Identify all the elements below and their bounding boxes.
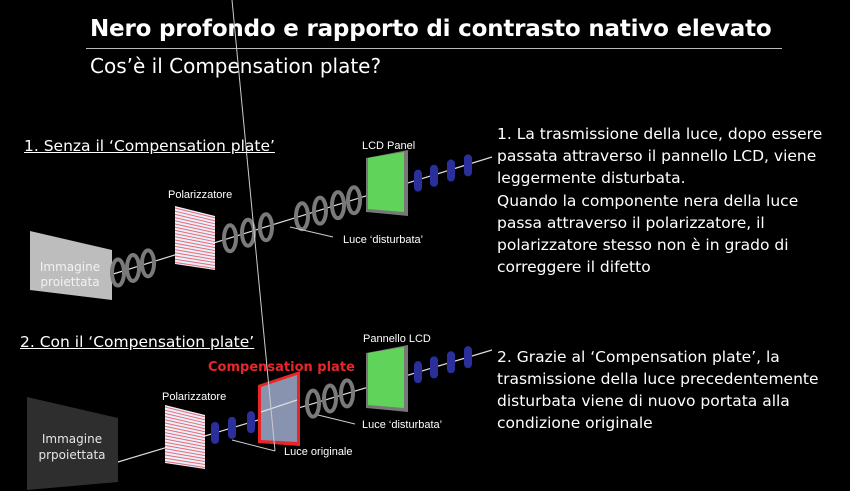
polarizer-stripe: [164, 425, 206, 436]
screen-label: proiettata: [40, 275, 99, 289]
screen-label: prpoiettata: [38, 448, 105, 462]
polarized-light-pills: [414, 346, 472, 384]
polarizer-stripe: [164, 451, 206, 460]
polarizer-stripe: [174, 239, 216, 249]
light-ring: [305, 388, 321, 419]
polarizer-stripe: [164, 454, 206, 463]
light-ring: [140, 248, 156, 279]
lcd-panel: [368, 347, 404, 408]
light-pill: [430, 164, 438, 187]
light-pill: [414, 169, 422, 192]
leader-line: [231, 439, 276, 452]
lcd-panel-label: LCD Panel: [362, 140, 415, 152]
projected-image-screen: [30, 231, 112, 300]
polarizer-stripe: [174, 233, 216, 243]
polarizer-stripe: [164, 412, 206, 424]
polarizer-stripe: [164, 406, 206, 418]
polarizer-stripe: [164, 444, 206, 454]
title-divider: [86, 48, 782, 49]
section1-heading: 1. Senza il ‘Compensation plate’: [24, 137, 275, 155]
polarizer-stripe: [164, 409, 206, 421]
polarizer-label: Polarizzatore: [162, 391, 226, 403]
light-pill: [464, 154, 472, 177]
polarizer-stripe: [174, 255, 216, 264]
polarizer-stripe: [164, 422, 206, 433]
diagram-with-compensation: Immagine prpoiettata Polarizzatore Compe…: [27, 0, 493, 490]
polarizer-stripe: [174, 245, 216, 255]
light-path: [109, 156, 493, 276]
light-pill: [447, 351, 455, 374]
section2-heading: 2. Con il ‘Compensation plate’: [20, 333, 255, 351]
light-pill: [228, 416, 236, 439]
polarizer-stripe: [164, 428, 206, 439]
projected-image-screen: [27, 397, 118, 490]
polarizer-stripe: [174, 242, 216, 252]
polarizer-stripe: [174, 207, 216, 219]
light-ring: [330, 190, 346, 221]
polarizer-stripe: [164, 435, 206, 445]
disturbed-light-rings: [305, 378, 355, 419]
light-ring: [222, 223, 238, 254]
light-ring: [258, 212, 274, 243]
disturbed-light-rings: [110, 185, 362, 288]
polarizer-stripe: [174, 261, 216, 270]
polarizer-stripe: [174, 220, 216, 231]
screen-label: Immagine: [42, 432, 102, 446]
light-ring: [110, 257, 126, 288]
slide-title: Nero profondo e rapporto di contrasto na…: [90, 16, 772, 42]
section1-text-2: Quando la componente nera della luce pas…: [497, 192, 799, 276]
light-pill: [430, 356, 438, 379]
light-ring: [125, 252, 141, 283]
polarizer-stripe: [174, 223, 216, 234]
light-ring: [312, 195, 328, 226]
polarized-light-pills: [414, 154, 472, 192]
polarizer-stripe: [174, 210, 216, 222]
disturbed-light-label: Luce ‘disturbata’: [362, 419, 442, 431]
polarizer-stripe: [164, 419, 206, 430]
compensation-plate: [261, 375, 297, 442]
polarizer: [164, 405, 206, 469]
polarizer-stripe: [174, 229, 216, 240]
polarizer-stripe: [164, 432, 206, 442]
polarizer-stripe: [164, 460, 206, 469]
light-path-segment: [260, 399, 298, 413]
polarizer-stripe: [174, 226, 216, 237]
compensation-plate-label: Compensation plate: [208, 360, 355, 375]
lcd-panel: [368, 152, 404, 212]
slide-subtitle: Cos’è il Compensation plate?: [90, 54, 382, 78]
light-pill: [211, 421, 219, 444]
polarizer-stripe: [174, 258, 216, 267]
polarizer-stripe: [174, 249, 216, 258]
light-ring: [346, 185, 362, 216]
light-pill: [247, 411, 255, 434]
polarizer-stripe: [174, 217, 216, 228]
leader-line: [231, 0, 276, 452]
leader-line: [317, 414, 356, 425]
light-ring: [322, 383, 338, 414]
polarizer-label: Polarizzatore: [168, 189, 232, 201]
disturbed-light-label: Luce ‘disturbata’: [343, 234, 423, 246]
polarizer-stripe: [174, 236, 216, 246]
polarizer-stripe: [164, 416, 206, 427]
light-ring: [339, 378, 355, 409]
leader-line: [289, 226, 334, 238]
diagram-without-compensation: Immagine proiettata Polarizzatore LCD Pa…: [30, 140, 493, 300]
screen-label: Immagine: [40, 260, 100, 274]
polarizer-stripe: [164, 441, 206, 451]
section2-text: 2. Grazie al ‘Compensation plate’, la tr…: [497, 348, 819, 432]
light-pill: [447, 159, 455, 182]
polarizer-stripe: [164, 457, 206, 466]
light-pill: [414, 361, 422, 384]
light-pill: [464, 346, 472, 369]
lcd-panel-label: Pannello LCD: [363, 333, 431, 345]
polarizer-stripe: [174, 213, 216, 225]
original-light-label: Luce originale: [284, 446, 353, 458]
section1-text-1: 1. La trasmissione della luce, dopo esse…: [497, 125, 823, 187]
light-ring: [294, 201, 310, 232]
polarizer-stripe: [174, 252, 216, 261]
polarizer-stripe: [164, 448, 206, 457]
polarizer-stripe: [164, 438, 206, 448]
polarizer: [174, 206, 216, 270]
